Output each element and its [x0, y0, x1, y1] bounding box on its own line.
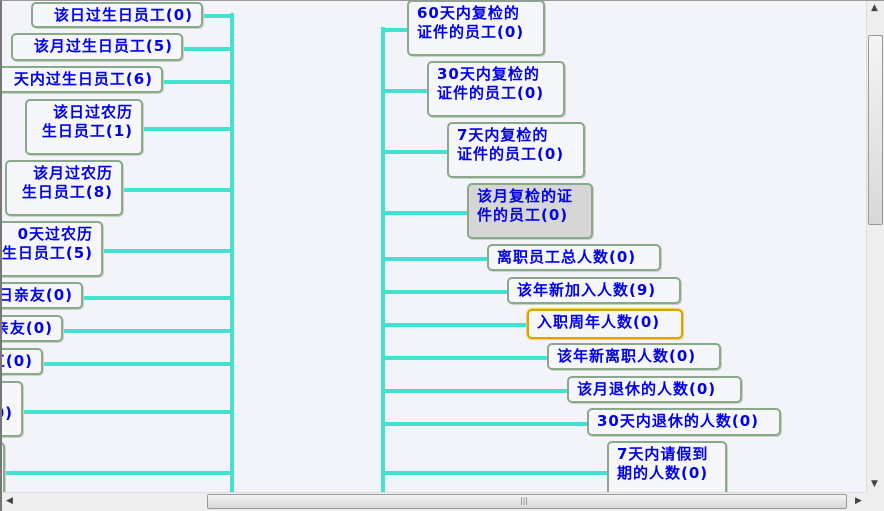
scroll-right-icon[interactable]: ▶	[855, 496, 862, 506]
left-branch-connector	[103, 249, 230, 253]
left-node[interactable]: 该日过生日员工(0)	[31, 2, 203, 28]
right-branch-connector	[381, 290, 507, 294]
right-node[interactable]: 该年新离职人数(0)	[547, 343, 721, 370]
left-branch-connector	[123, 188, 230, 192]
resize-grip[interactable]	[866, 492, 884, 511]
left-branch-connector	[23, 410, 230, 414]
right-branch-connector	[381, 422, 587, 426]
scroll-down-icon[interactable]: ▼	[871, 479, 878, 489]
left-node[interactable]: 日亲友(0)	[2, 282, 83, 309]
right-branch-connector	[381, 257, 487, 261]
right-branch-connector	[381, 389, 567, 393]
left-node[interactable]: 该月过农历 生日员工(8)	[5, 160, 123, 216]
left-branch-connector	[143, 127, 230, 131]
left-branch-connector	[63, 329, 230, 333]
right-node[interactable]: 入职周年人数(0)	[526, 308, 684, 340]
right-node[interactable]: 7天内请假到 期的人数(0)	[607, 441, 727, 492]
right-node[interactable]: 7天内复检的 证件的员工(0)	[447, 122, 585, 178]
right-branch-connector	[381, 28, 407, 32]
left-branch-connector	[43, 362, 230, 366]
right-node[interactable]: 离职员工总人数(0)	[487, 244, 661, 271]
horizontal-scrollbar[interactable]: ◀ ||| ▶	[2, 492, 866, 511]
right-node[interactable]: 60天内复检的 证件的员工(0)	[407, 1, 545, 56]
right-branch-connector	[381, 471, 607, 475]
left-node[interactable]	[2, 442, 5, 492]
right-branch-connector	[381, 356, 547, 360]
right-node[interactable]: 30天内复检的 证件的员工(0)	[427, 61, 565, 117]
vertical-scroll-thumb[interactable]	[868, 35, 883, 225]
scroll-left-icon[interactable]: ◀	[6, 496, 13, 506]
horizontal-scroll-thumb[interactable]: |||	[207, 494, 847, 509]
right-branch-connector	[381, 211, 467, 215]
right-branch-connector	[381, 150, 447, 154]
left-node[interactable]: 0)	[2, 381, 23, 437]
vertical-scrollbar[interactable]: ▲ ▼	[866, 1, 884, 492]
left-branch-connector	[83, 296, 230, 300]
left-branch-connector	[183, 47, 230, 51]
mind-map-canvas[interactable]: 该日过生日员工(0) 该月过生日员工(5) 天内过生日员工(6) 该日过农历 生日员工…	[2, 1, 866, 492]
left-trunk-connector	[230, 13, 234, 492]
left-branch-connector	[5, 471, 230, 475]
right-node[interactable]: 该月退休的人数(0)	[567, 376, 742, 403]
right-node[interactable]: 该月复检的证 件的员工(0)	[467, 183, 593, 239]
scroll-up-icon[interactable]: ▲	[871, 3, 878, 13]
right-node[interactable]: 30天内退休的人数(0)	[587, 408, 781, 436]
left-node[interactable]: 该日过农历 生日员工(1)	[25, 99, 143, 155]
left-node[interactable]: 工(0)	[2, 348, 43, 375]
right-branch-connector	[381, 323, 527, 327]
left-node[interactable]: 该月过生日员工(5)	[11, 33, 183, 61]
left-node[interactable]: 亲友(0)	[2, 315, 63, 342]
left-node[interactable]: 0天过农历 生日员工(5)	[2, 221, 103, 277]
left-node[interactable]: 天内过生日员工(6)	[2, 66, 163, 93]
left-branch-connector	[163, 80, 230, 84]
right-branch-connector	[381, 89, 427, 93]
right-node[interactable]: 该年新加入人数(9)	[507, 277, 681, 304]
left-branch-connector	[203, 14, 230, 18]
